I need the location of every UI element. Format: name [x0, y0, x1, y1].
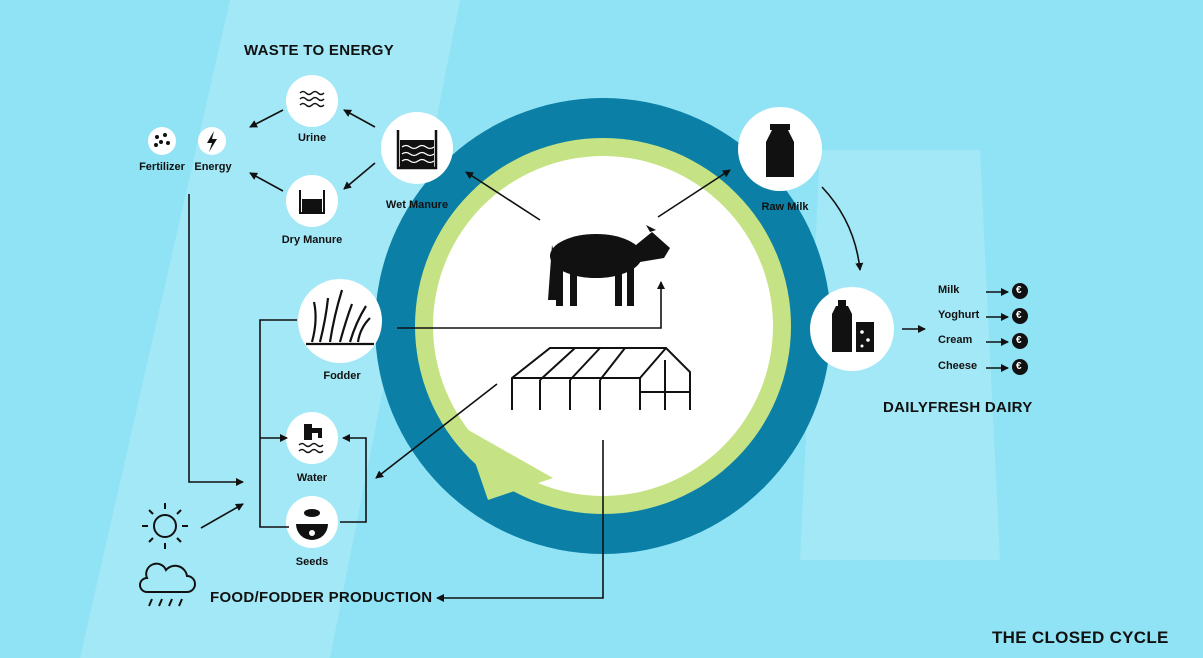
euro-coin-icon: € — [1016, 285, 1022, 296]
urine-icon-circle — [286, 75, 338, 127]
fertilizer-icon-circle — [148, 127, 176, 155]
dailyfresh-dairy-heading: DAILYFRESH DAIRY — [883, 399, 1033, 416]
energy-label: Energy — [194, 161, 232, 173]
euro-coin-icon: € — [1016, 335, 1022, 346]
food-fodder-production-heading: FOOD/FODDER PRODUCTION — [210, 589, 433, 606]
seeds-icon-circle — [286, 496, 338, 548]
flow-arrows — [188, 109, 1009, 602]
product-milk-label: Milk — [938, 284, 960, 296]
tap-water-icon — [298, 424, 324, 454]
closed-cycle-title: THE CLOSED CYCLE — [992, 628, 1169, 647]
fodder-label: Fodder — [323, 370, 361, 382]
euro-coins — [1012, 283, 1028, 375]
dry-manure-label: Dry Manure — [281, 234, 343, 246]
sun-icon — [142, 503, 188, 549]
product-cream-label: Cream — [938, 334, 973, 346]
dairy-bottles-icon — [832, 300, 874, 352]
seeds-icon — [296, 509, 328, 540]
raw-milk-label: Raw Milk — [761, 201, 809, 213]
grass-icon — [306, 289, 374, 346]
fodder-icon-circle — [298, 279, 382, 363]
cow-icon — [548, 225, 670, 306]
urine-label: Urine — [297, 132, 327, 144]
product-cheese-label: Cheese — [938, 360, 978, 372]
water-icon-circle — [286, 412, 338, 464]
dairy-icon-circle — [810, 287, 894, 371]
seeds-label: Seeds — [295, 556, 329, 568]
euro-coin-icon: € — [1016, 310, 1022, 321]
rain-cloud-icon — [139, 562, 196, 607]
wet-manure-icon-circle — [381, 112, 453, 184]
milk-can-icon — [766, 124, 794, 177]
greenhouse-icon — [511, 347, 691, 410]
wet-manure-icon — [396, 130, 438, 170]
cycle-arrowhead — [463, 427, 553, 500]
fertilizer-label: Fertilizer — [139, 161, 185, 173]
energy-icon-circle — [198, 127, 226, 155]
raw-milk-icon-circle — [738, 107, 822, 191]
energy-bolt-icon — [207, 131, 217, 152]
water-label: Water — [296, 472, 328, 484]
euro-coin-icon: € — [1016, 361, 1022, 372]
dry-manure-icon-circle — [286, 175, 338, 227]
wet-manure-label: Wet Manure — [385, 199, 449, 211]
cycle-center — [433, 156, 773, 496]
waves-icon — [299, 90, 325, 108]
waste-to-energy-heading: WASTE TO ENERGY — [244, 42, 395, 59]
fertilizer-icon — [154, 133, 170, 147]
tank-icon — [299, 190, 325, 214]
product-yoghurt-label: Yoghurt — [938, 309, 980, 321]
